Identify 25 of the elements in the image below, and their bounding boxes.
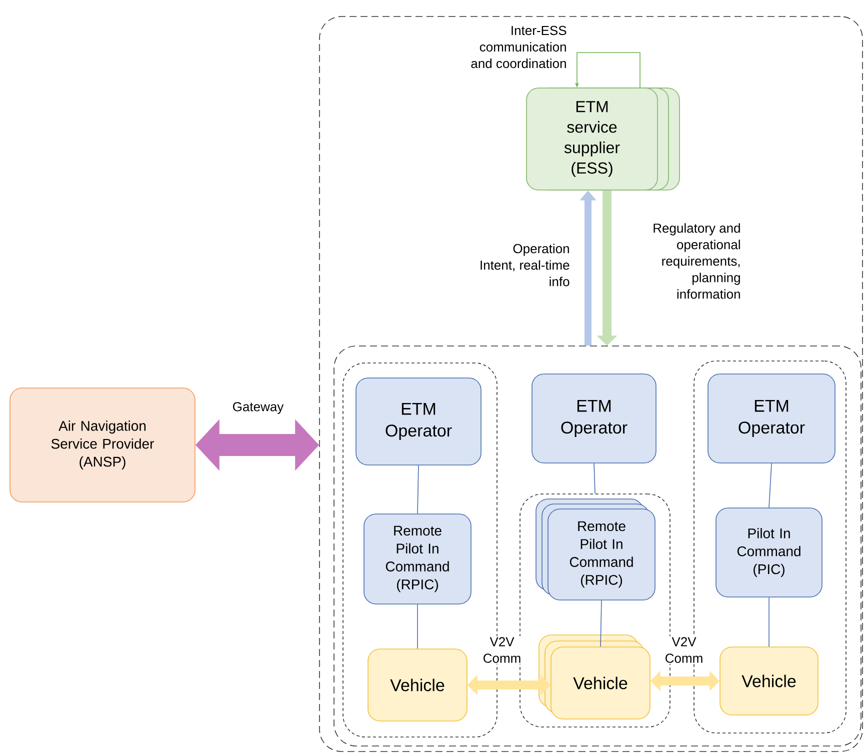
stacked-box: Remote Pilot In Command (RPIC)	[536, 498, 656, 600]
process-box: ETM Operator	[356, 378, 482, 466]
process-box: Remote Pilot In Command (RPIC)	[364, 514, 472, 604]
edge-label: Gateway	[233, 402, 284, 414]
dashed-container	[319, 16, 863, 752]
connector-line	[417, 604, 418, 649]
process-box: Air Navigation Service Provider (ANSP)	[10, 388, 196, 502]
edge-label: Operation Intent, real-time info	[480, 244, 570, 286]
connector-line	[594, 463, 596, 494]
edge-label: Inter-ESS communication and coordination	[471, 26, 566, 68]
stacked-box: ETM service supplier (ESS)	[526, 88, 680, 190]
edge-label: V2V Comm	[476, 636, 528, 664]
process-box: ETM Operator	[532, 374, 656, 464]
process-box: Pilot In Command (PIC)	[716, 508, 822, 598]
edge-label: Regulatory and operational requirements, planning information	[654, 223, 740, 299]
connector-line	[417, 465, 419, 514]
edge-label: V2V Comm	[658, 636, 710, 664]
connector-line	[768, 597, 770, 647]
process-box: ETM Operator	[708, 374, 836, 464]
process-box: Vehicle	[368, 648, 468, 722]
process-box: Vehicle	[720, 646, 818, 716]
connector-line	[600, 600, 602, 647]
stacked-box: Vehicle	[538, 634, 650, 720]
dashed-container	[334, 346, 862, 746]
connector-line	[768, 463, 772, 508]
